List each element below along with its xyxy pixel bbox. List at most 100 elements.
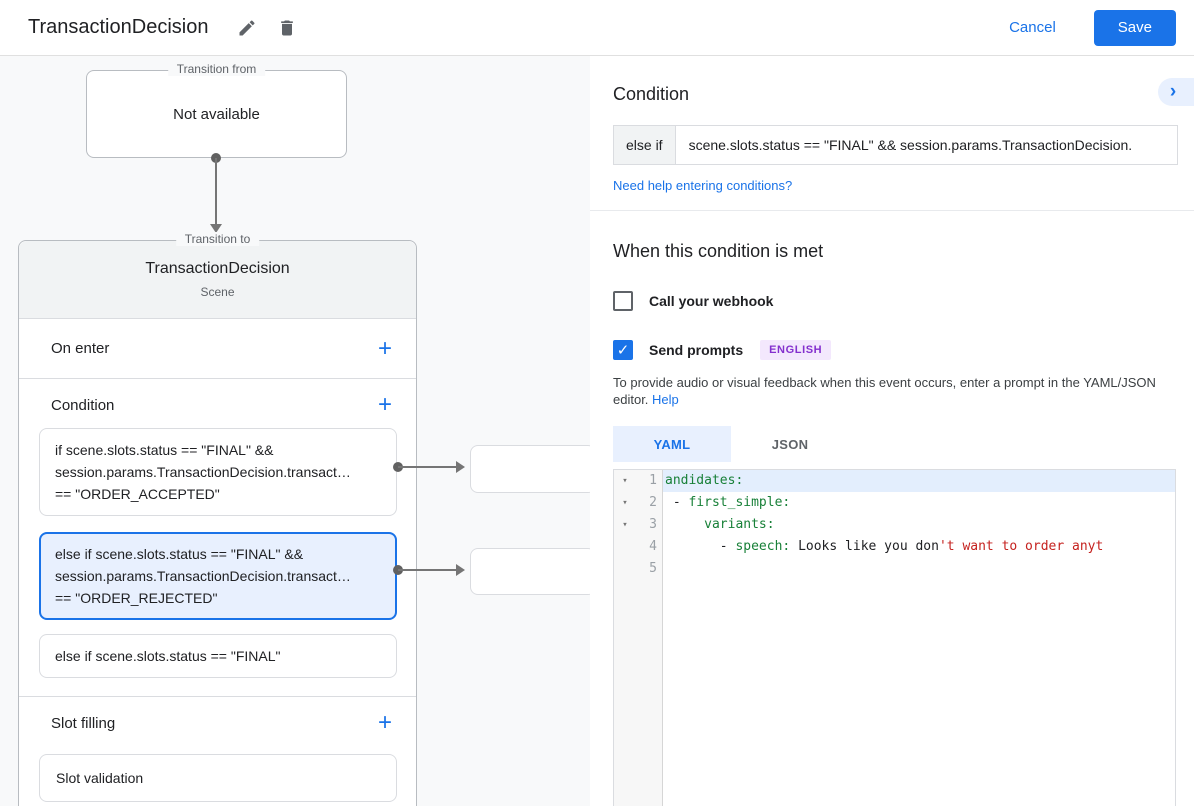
add-slot-button[interactable]: +: [377, 709, 392, 736]
condition-line: else if scene.slots.status == "FINAL" &&: [55, 546, 304, 562]
slot-validation-item[interactable]: Slot validation: [39, 754, 397, 802]
line-number: 1: [636, 470, 663, 492]
condition-prefix-label: else if: [613, 125, 676, 165]
code-token: -: [665, 539, 736, 554]
code-text[interactable]: andidates:: [663, 470, 1175, 492]
condition-connector-arrowhead: [456, 461, 465, 473]
condition-item-rejected-selected[interactable]: else if scene.slots.status == "FINAL" &&…: [39, 532, 397, 620]
scene-name: TransactionDecision: [145, 260, 290, 277]
fold-arrow-icon[interactable]: ▾: [614, 514, 636, 536]
fold-gutter-empty: [614, 580, 636, 806]
line-number: 5: [636, 558, 663, 580]
save-button[interactable]: Save: [1093, 9, 1176, 46]
page-title: TransactionDecision: [28, 16, 209, 38]
condition-line: session.params.TransactionDecision.trans…: [55, 568, 351, 584]
condition-item-accepted[interactable]: if scene.slots.status == "FINAL" && sess…: [39, 428, 397, 516]
transition-from-legend: Transition from: [167, 62, 266, 76]
checkbox-checked-icon: ✓: [616, 342, 630, 359]
add-condition-button[interactable]: +: [377, 391, 392, 418]
code-text[interactable]: - first_simple:: [663, 492, 1175, 514]
trash-icon: [277, 18, 297, 38]
tab-yaml[interactable]: YAML: [613, 426, 731, 462]
code-token: first_simple:: [688, 495, 791, 510]
scene-type-label: Scene: [200, 285, 235, 299]
top-bar: TransactionDecision Cancel Save: [0, 0, 1194, 56]
code-line-1[interactable]: ▾ 1 andidates:: [614, 470, 1175, 492]
condition-line: else if scene.slots.status == "FINAL": [55, 648, 281, 664]
on-enter-title: On enter: [51, 340, 110, 357]
code-line-2[interactable]: ▾ 2 - first_simple:: [614, 492, 1175, 514]
scene-diagram-canvas: Transition from Not available Transition…: [0, 56, 590, 806]
cancel-button[interactable]: Cancel: [993, 11, 1072, 44]
transition-from-text: Not available: [173, 105, 260, 123]
send-prompts-row: ✓ Send prompts ENGLISH: [613, 340, 1178, 360]
code-token: [665, 517, 704, 532]
condition-section-header: Condition +: [19, 379, 416, 428]
code-text[interactable]: variants:: [663, 514, 1175, 536]
scene-card: Transition to TransactionDecision Scene …: [18, 232, 417, 806]
pencil-icon: [237, 18, 257, 38]
slot-filling-section: Slot filling + Slot validation: [19, 697, 416, 806]
code-empty-area[interactable]: [663, 580, 1175, 806]
fold-gutter-empty: [614, 536, 636, 558]
condition-connector-line: [398, 569, 456, 571]
fold-arrow-icon[interactable]: ▾: [614, 492, 636, 514]
panel-heading: Condition: [613, 84, 690, 104]
code-line-4[interactable]: 4 - speech: Looks like you don't want to…: [614, 536, 1175, 558]
send-prompts-checkbox[interactable]: ✓: [613, 340, 633, 360]
panel-divider: [590, 210, 1194, 211]
line-number: 2: [636, 492, 663, 514]
collapse-panel-button[interactable]: ›: [1158, 78, 1194, 106]
condition-line: == "ORDER_ACCEPTED": [55, 486, 220, 502]
delete-scene-button[interactable]: [270, 11, 304, 45]
fold-gutter-empty: [614, 558, 636, 580]
add-on-enter-button[interactable]: +: [377, 334, 392, 362]
editor-gutter-fill: [614, 580, 1175, 806]
condition-help-link[interactable]: Need help entering conditions?: [613, 178, 793, 193]
slot-filling-title: Slot filling: [51, 714, 116, 732]
transition-target-box[interactable]: [470, 548, 590, 595]
transition-to-legend: Transition to: [175, 232, 260, 246]
transition-from-box: Transition from Not available: [86, 62, 347, 158]
code-text[interactable]: [663, 558, 1175, 580]
call-webhook-label[interactable]: Call your webhook: [649, 293, 774, 309]
help-link[interactable]: Help: [652, 392, 679, 407]
code-line-3[interactable]: ▾ 3 variants:: [614, 514, 1175, 536]
on-enter-section: On enter +: [19, 319, 416, 379]
line-number: 4: [636, 536, 663, 558]
code-text[interactable]: - speech: Looks like you don't want to o…: [663, 536, 1175, 558]
prompt-helper-text: To provide audio or visual feedback when…: [613, 374, 1178, 408]
line-number-gutter: [636, 580, 663, 806]
flow-arrow-head: [210, 224, 222, 233]
scene-card-header: TransactionDecision Scene: [19, 241, 416, 319]
code-token: speech:: [735, 539, 791, 554]
condition-item-final[interactable]: else if scene.slots.status == "FINAL": [39, 634, 397, 678]
condition-connector-line: [398, 466, 456, 468]
condition-section: Condition + if scene.slots.status == "FI…: [19, 379, 416, 697]
code-token: Looks like you don: [790, 539, 939, 554]
flow-arrow-line: [215, 158, 217, 224]
language-badge: ENGLISH: [760, 340, 832, 360]
code-token: variants:: [704, 517, 775, 532]
condition-expression-input[interactable]: [675, 125, 1178, 165]
code-line-5[interactable]: 5: [614, 558, 1175, 580]
call-webhook-checkbox[interactable]: [613, 291, 633, 311]
code-token: andidates:: [665, 473, 744, 488]
send-prompts-label[interactable]: Send prompts: [649, 342, 744, 358]
line-number: 3: [636, 514, 663, 536]
chevron-right-icon: ›: [1169, 81, 1177, 102]
condition-input-row: else if: [613, 125, 1178, 165]
condition-line: if scene.slots.status == "FINAL" &&: [55, 442, 274, 458]
condition-line: == "ORDER_REJECTED": [55, 590, 218, 606]
edit-title-button[interactable]: [230, 11, 264, 45]
code-token: 't want to order anyt: [938, 539, 1104, 554]
condition-line: session.params.TransactionDecision.trans…: [55, 464, 351, 480]
condition-title: Condition: [51, 396, 115, 414]
fold-arrow-icon[interactable]: ▾: [614, 470, 636, 492]
tab-json[interactable]: JSON: [731, 426, 849, 462]
transition-target-box[interactable]: [470, 445, 590, 493]
condition-detail-panel: Condition › else if Need help entering c…: [590, 56, 1194, 806]
code-token: -: [665, 495, 689, 510]
yaml-code-editor[interactable]: ▾ 1 andidates: ▾ 2 - first_simple: ▾ 3 v…: [613, 469, 1176, 806]
